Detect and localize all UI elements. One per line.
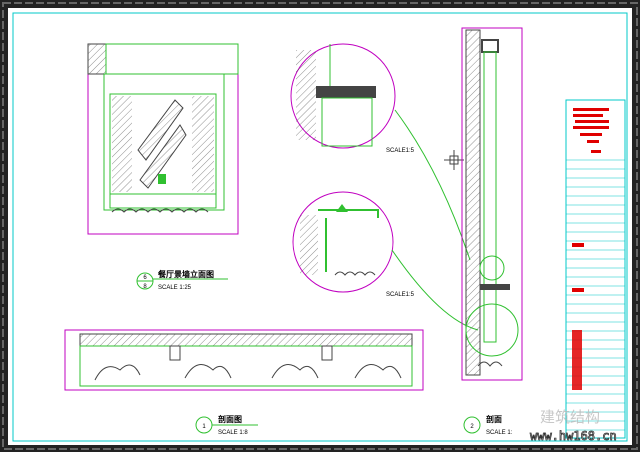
section-2-drawing: 2 剖面 SCALE 1: xyxy=(461,27,523,436)
section-1-scale: SCALE 1:8 xyxy=(218,430,248,436)
elevation-sheet: 8 xyxy=(143,284,147,290)
detail-top-scale: SCALE1:5 xyxy=(386,148,415,154)
elevation-drawing: 6 8 餐厅景墙立面图 SCALE 1:25 xyxy=(87,43,239,291)
watermark-text: 建筑结构 xyxy=(540,409,600,426)
detail-bottom-scale: SCALE1:5 xyxy=(386,292,415,298)
detail-circles: SCALE1:5 SCALE1:5 xyxy=(290,43,479,331)
section-1-index: 1 xyxy=(202,424,206,430)
watermark: 建筑结构 www.hw168.cn xyxy=(530,409,618,443)
section-2-title: 剖面 xyxy=(486,414,502,424)
title-block xyxy=(565,99,626,439)
elevation-scale: SCALE 1:25 xyxy=(158,285,192,291)
section-1-drawing: 1 剖面图 SCALE 1:8 xyxy=(64,329,424,436)
elevation-index: 6 xyxy=(143,275,147,281)
section-2-index: 2 xyxy=(470,424,474,430)
section-2-scale: SCALE 1: xyxy=(486,430,513,436)
drawing-frame xyxy=(12,12,628,442)
watermark-url: www.hw168.cn xyxy=(530,429,617,443)
elevation-title: 餐厅景墙立面图 xyxy=(157,269,214,279)
section-1-title: 剖面图 xyxy=(218,414,242,424)
